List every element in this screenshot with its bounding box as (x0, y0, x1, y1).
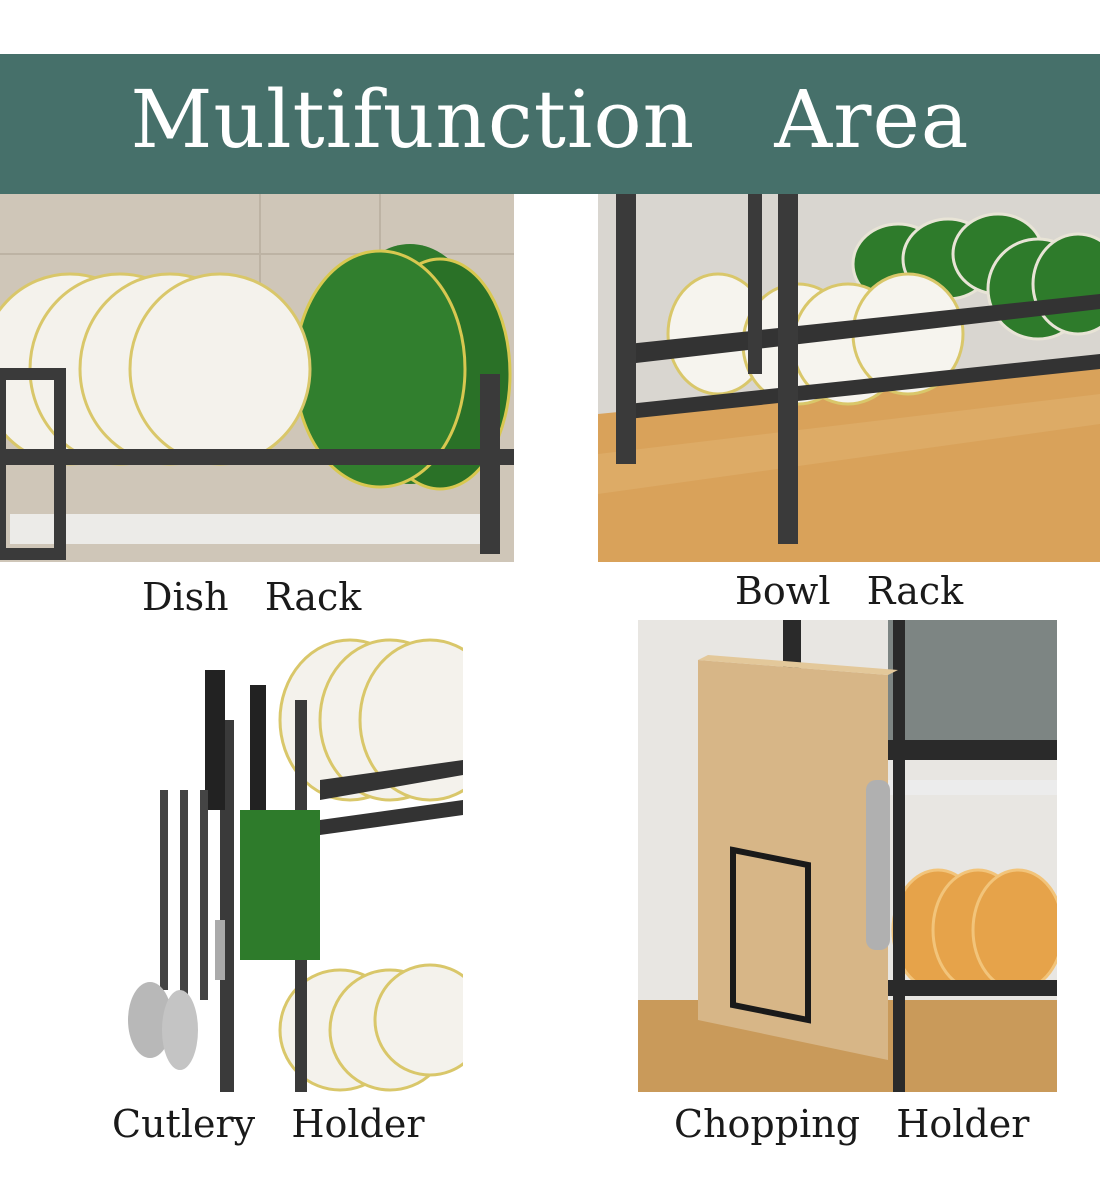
cutlery-holder-caption: Cutlery Holder (112, 1102, 425, 1146)
dish-rack-caption: Dish Rack (142, 575, 362, 619)
chopping-holder-photo (638, 620, 1057, 1092)
chopping-holder-caption: Chopping Holder (674, 1102, 1030, 1146)
cutlery-holder-photo (120, 630, 463, 1092)
banner-title: Multifunction Area (130, 73, 970, 166)
dish-rack-photo (0, 194, 514, 562)
bowl-rack-caption: Bowl Rack (735, 569, 964, 613)
title-banner (0, 54, 1100, 194)
bowl-rack-photo (598, 194, 1100, 562)
